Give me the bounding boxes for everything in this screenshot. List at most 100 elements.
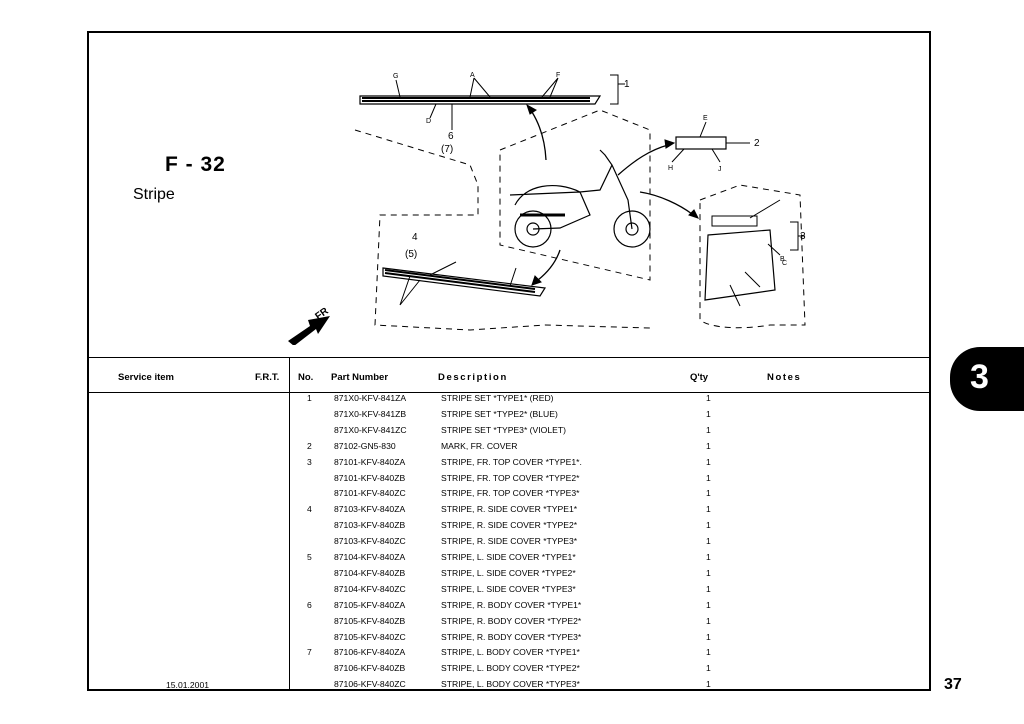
description: STRIPE, L. SIDE COVER *TYPE2* <box>441 567 576 578</box>
quantity: 1 <box>706 504 711 515</box>
callout-6: 6 <box>448 131 454 142</box>
letter-label: B <box>780 256 785 263</box>
letter-label: H <box>668 165 673 172</box>
stripe-diagram: FR 1 2 3 4 (5) 6 (7) A B C D E F G H J <box>288 72 806 345</box>
top-stripe <box>359 95 602 105</box>
letter-label: D <box>426 118 431 125</box>
quantity: 1 <box>706 393 711 403</box>
issue-date: 15.01.2001 <box>166 680 210 690</box>
table-top-rule <box>89 357 929 358</box>
part-number: 871X0-KFV-841ZB <box>334 408 407 419</box>
quantity: 1 <box>706 631 711 642</box>
letter-label: G <box>393 73 398 80</box>
description: STRIPE, R. BODY COVER *TYPE3* <box>441 631 582 642</box>
description: STRIPE, L. BODY COVER *TYPE3* <box>441 679 580 690</box>
quantity: 1 <box>706 647 711 658</box>
region-outline-center <box>499 109 651 281</box>
description: STRIPE, L. SIDE COVER *TYPE1* <box>441 552 576 562</box>
quantity: 1 <box>706 615 711 626</box>
table-header-rule <box>89 392 929 393</box>
motorcycle-drawing <box>509 149 651 248</box>
part-number: 87105-KFV-840ZA <box>334 599 406 610</box>
quantity: 1 <box>706 567 711 578</box>
header-service-item: Service item <box>118 372 174 383</box>
letter-label: J <box>718 166 722 173</box>
part-number: 87105-KFV-840ZC <box>334 631 406 642</box>
description: STRIPE, R. SIDE COVER *TYPE3* <box>441 536 578 547</box>
quantity: 1 <box>706 679 711 690</box>
letter-label: C <box>782 260 787 267</box>
quantity: 1 <box>706 472 711 483</box>
quantity: 1 <box>706 456 711 467</box>
letter-label: E <box>703 115 708 122</box>
part-number: 87106-KFV-840ZA <box>334 647 406 658</box>
region-outline-left <box>354 129 651 331</box>
description: STRIPE, L. BODY COVER *TYPE2* <box>441 663 580 674</box>
description: STRIPE, FR. TOP COVER *TYPE3* <box>441 488 580 499</box>
quantity: 1 <box>706 599 711 610</box>
side-stripe <box>382 267 547 297</box>
quantity: 1 <box>706 408 711 419</box>
row-no: 1 <box>307 393 312 403</box>
description: STRIPE SET *TYPE1* (RED) <box>441 393 554 403</box>
description: STRIPE, FR. TOP COVER *TYPE2* <box>441 472 580 483</box>
callout-5: (5) <box>405 249 417 260</box>
quantity: 1 <box>706 440 711 451</box>
part-number: 87104-KFV-840ZB <box>334 567 406 578</box>
chapter-tab[interactable] <box>950 347 1024 411</box>
quantity: 1 <box>706 583 711 594</box>
part-number: 871X0-KFV-841ZA <box>334 393 407 403</box>
header-notes: Notes <box>767 372 802 383</box>
header-no: No. <box>298 372 314 383</box>
description: STRIPE, R. BODY COVER *TYPE2* <box>441 615 582 626</box>
part-number: 87101-KFV-840ZC <box>334 488 406 499</box>
row-no: 7 <box>307 647 312 658</box>
fr-cover-mark <box>675 136 727 150</box>
part-number: 87103-KFV-840ZB <box>334 520 406 531</box>
row-no: 4 <box>307 504 312 515</box>
callout-3: 3 <box>800 231 806 242</box>
quantity: 1 <box>706 488 711 499</box>
header-part-number: Part Number <box>331 372 389 383</box>
quantity: 1 <box>706 552 711 562</box>
description: STRIPE SET *TYPE2* (BLUE) <box>441 408 558 419</box>
description: STRIPE, L. BODY COVER *TYPE1* <box>441 647 580 658</box>
part-number: 87104-KFV-840ZC <box>334 583 406 594</box>
row-no: 2 <box>307 440 312 451</box>
part-number: 87101-KFV-840ZA <box>334 456 406 467</box>
description: STRIPE, L. SIDE COVER *TYPE3* <box>441 583 576 594</box>
letter-label: A <box>470 72 475 79</box>
description: STRIPE, R. SIDE COVER *TYPE2* <box>441 520 578 531</box>
top-cover-stripe <box>704 229 776 301</box>
callout-1: 1 <box>624 79 630 90</box>
part-number: 87101-KFV-840ZB <box>334 472 406 483</box>
part-number: 87105-KFV-840ZB <box>334 615 406 626</box>
part-number: 87106-KFV-840ZC <box>334 679 406 690</box>
header-qty: Q'ty <box>690 372 709 383</box>
description: MARK, FR. COVER <box>441 440 518 451</box>
fr-arrow <box>288 316 330 345</box>
quantity: 1 <box>706 520 711 531</box>
row-no: 3 <box>307 456 312 467</box>
part-number: 87103-KFV-840ZA <box>334 504 406 515</box>
part-number: 87102-GN5-830 <box>334 440 396 451</box>
part-number: 87104-KFV-840ZA <box>334 552 406 562</box>
quantity: 1 <box>706 536 711 547</box>
header-description: Description <box>438 372 508 383</box>
description: STRIPE SET *TYPE3* (VIOLET) <box>441 424 566 435</box>
callout-4: 4 <box>412 232 418 243</box>
part-number: 87103-KFV-840ZC <box>334 536 406 547</box>
region-outline-right <box>699 184 806 329</box>
figure-name: Stripe <box>133 186 175 203</box>
header-frt: F.R.T. <box>255 372 280 383</box>
callout-2: 2 <box>754 138 760 149</box>
column-divider <box>289 357 290 690</box>
quantity: 1 <box>706 424 711 435</box>
description: STRIPE, R. SIDE COVER *TYPE1* <box>441 504 578 515</box>
row-no: 6 <box>307 599 312 610</box>
chapter-number: 3 <box>970 358 989 396</box>
description: STRIPE, R. BODY COVER *TYPE1* <box>441 599 582 610</box>
page-number: 37 <box>944 676 962 693</box>
row-no: 5 <box>307 552 312 562</box>
figure-code: F - 32 <box>165 153 226 176</box>
